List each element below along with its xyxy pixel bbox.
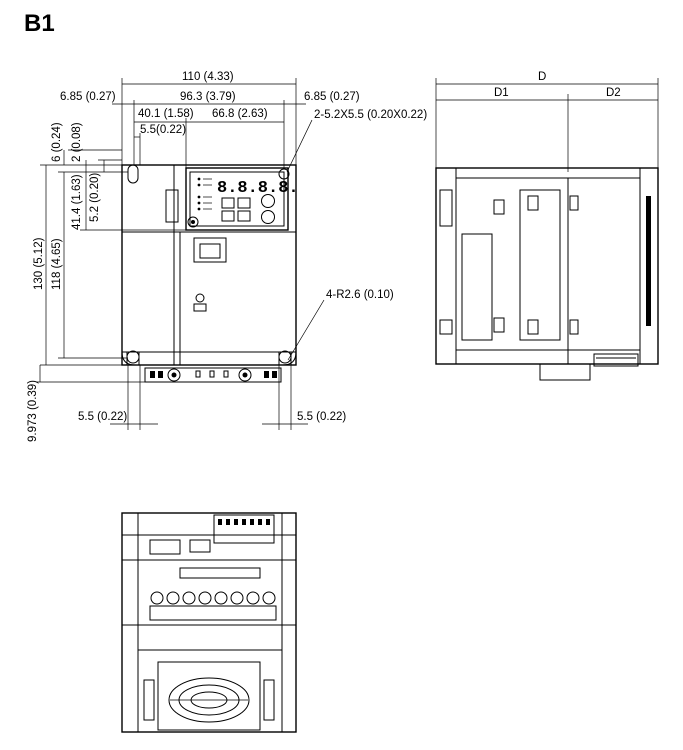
dim-slot-width: 5.5(0.22) xyxy=(140,124,186,136)
dim-height-inner: 118 (4.65) xyxy=(51,238,63,290)
dim-offset-left: 40.1 (1.58) xyxy=(138,108,194,120)
earth-screw-icon xyxy=(195,293,205,303)
dim-corner-radius: 4-R2.6 (0.10) xyxy=(326,289,394,301)
comm-port xyxy=(193,237,227,263)
dim-bottom-right: 5.5 (0.22) xyxy=(297,411,346,423)
front-view: 8.8.8.8. xyxy=(121,164,299,383)
dim-depth-total: D xyxy=(538,71,546,83)
display-digits: 8.8.8.8. xyxy=(217,179,299,198)
control-terminal-block xyxy=(213,514,275,544)
potentiometer-dial xyxy=(187,216,199,228)
indicator-leds xyxy=(197,177,212,211)
control-terminals xyxy=(218,519,270,525)
cooling-fan-icon xyxy=(157,661,261,731)
button-run xyxy=(261,194,275,208)
button-func xyxy=(237,210,251,222)
keypad-buttons xyxy=(221,194,275,224)
dim-panel-height: 41.4 (1.63) xyxy=(71,174,83,230)
button-stop xyxy=(261,210,275,224)
front-view-dimensions: 110 (4.33) 96.3 (3.79) 6.85 (0.27) 6.85 … xyxy=(27,71,427,442)
dim-slot-spec: 2-5.2X5.5 (0.20X0.22) xyxy=(314,109,427,121)
dim-bottom-left: 5.5 (0.22) xyxy=(78,411,127,423)
side-view: D D1 D2 xyxy=(435,71,659,381)
dim-offset-right: 66.8 (2.63) xyxy=(212,108,268,120)
keypad-panel xyxy=(185,167,289,231)
dim-right-margin: 6.85 (0.27) xyxy=(304,91,360,103)
dim-depth-rear: D2 xyxy=(606,87,621,99)
side-body-outline xyxy=(435,167,659,365)
dim-height-total: 130 (5.12) xyxy=(33,237,45,290)
bottom-view xyxy=(121,512,297,733)
dim-left-margin: 6.85 (0.27) xyxy=(60,91,116,103)
dim-top-small: 2 (0.08) xyxy=(71,122,83,162)
dim-bottom-gap: 9.973 (0.39) xyxy=(27,380,39,442)
dim-top-gap: 6 (0.24) xyxy=(51,122,63,162)
button-down xyxy=(221,210,235,222)
dim-width-total: 110 (4.33) xyxy=(182,71,234,83)
page-title: B1 xyxy=(24,10,55,37)
button-program xyxy=(237,197,251,209)
button-up xyxy=(221,197,235,209)
front-body-outline xyxy=(121,164,297,366)
rear-label-icon xyxy=(646,196,651,326)
dim-panel-offset: 5.2 (0.20) xyxy=(89,173,101,222)
dim-width-inner: 96.3 (3.79) xyxy=(180,91,236,103)
mounting-slot-left xyxy=(127,164,139,184)
bottom-terminal-strip xyxy=(144,367,282,383)
bottom-body-outline xyxy=(121,512,297,733)
main-power-terminals xyxy=(149,591,277,621)
dim-depth-front: D1 xyxy=(494,87,509,99)
